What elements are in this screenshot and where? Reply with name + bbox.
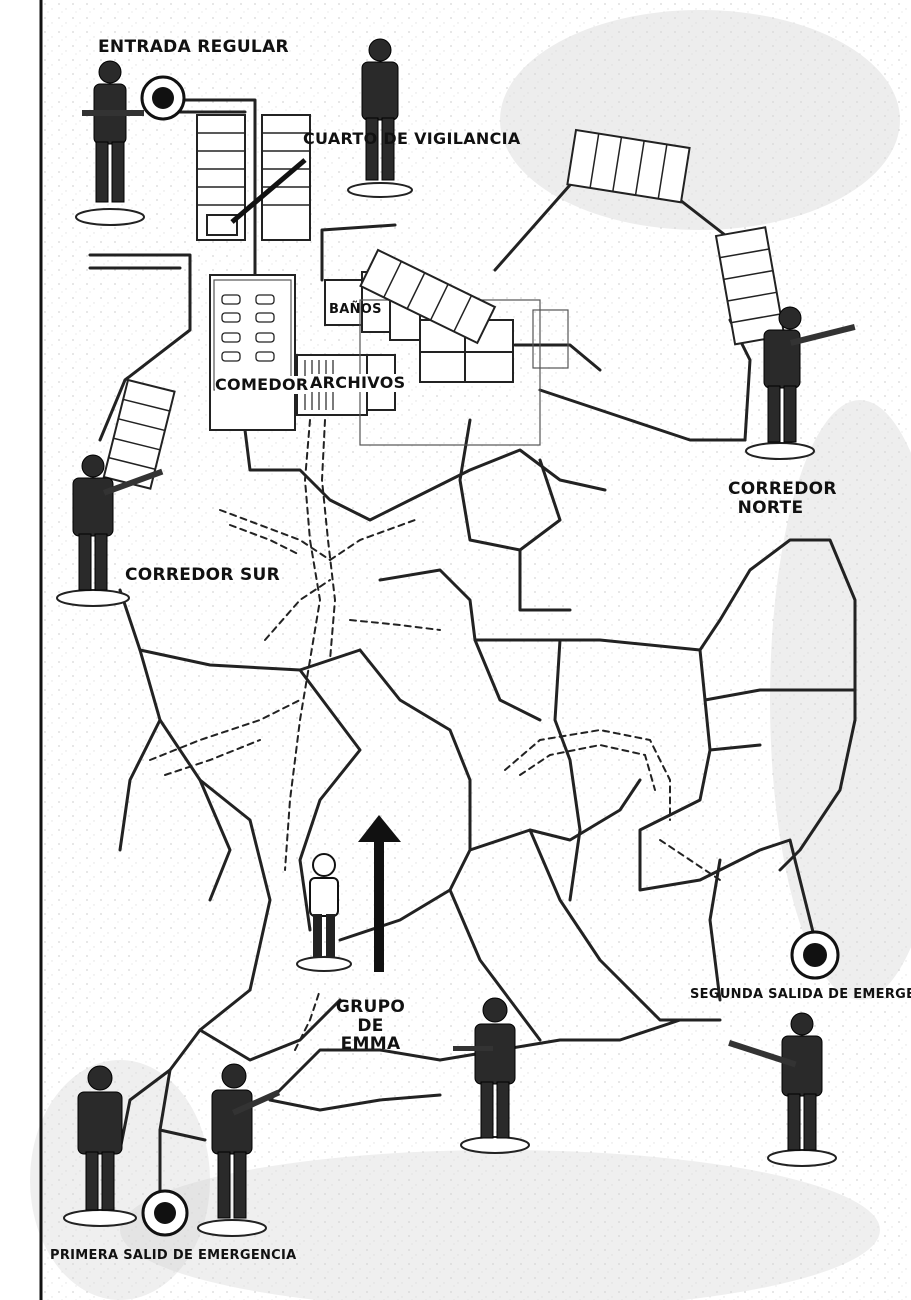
- dashed-trails: [149, 419, 721, 1051]
- label-banos: BAÑOS: [329, 302, 382, 317]
- label-entrada-regular: ENTRADA REGULAR: [98, 37, 289, 57]
- entrance-marker: [140, 75, 186, 121]
- second-exit-marker: [790, 930, 840, 980]
- guard-figure: [453, 997, 530, 1154]
- guard-figure: [197, 1063, 281, 1237]
- guard-figure: [63, 1065, 137, 1227]
- label-cuarto-vigilancia: CUARTO DE VIGILANCIA: [303, 129, 521, 148]
- guard-figure: [56, 454, 164, 607]
- label-comedor: COMEDOR: [215, 375, 309, 394]
- label-corredor-norte: CORREDOR NORTE: [728, 479, 837, 518]
- label-corredor-sur: CORREDOR SUR: [125, 565, 281, 585]
- guard-figure: [745, 306, 856, 460]
- label-grupo-emma: GRUPO DE EMMA: [335, 997, 406, 1055]
- guard-figure: [728, 1012, 837, 1167]
- emma-group-figure: [296, 853, 352, 972]
- paper-texture: [40, 0, 911, 1300]
- label-segunda-salida: SEGUNDA SALIDA DE EMERGENCIA: [690, 987, 911, 1002]
- first-exit-marker: [141, 1189, 189, 1237]
- label-primera-salida: PRIMERA SALID DE EMERGENCIA: [50, 1248, 297, 1263]
- label-archivos: ARCHIVOS: [310, 373, 406, 392]
- guard-figure: [347, 38, 413, 198]
- guard-figure: [75, 60, 145, 226]
- direction-arrow-up-icon: [358, 815, 401, 972]
